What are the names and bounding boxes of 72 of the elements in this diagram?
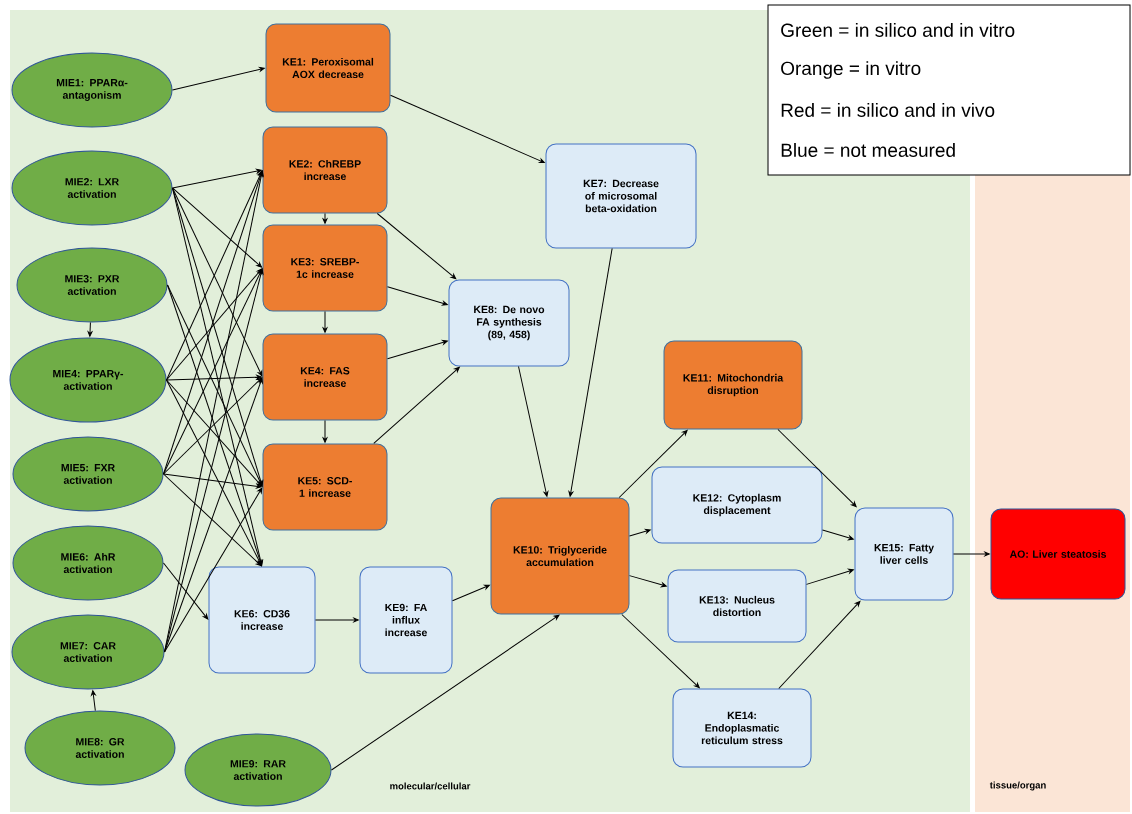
arrow (166, 170, 263, 381)
region-label: tissue/organ (989, 781, 1046, 791)
arrow (166, 379, 262, 566)
ellipse-node: MIE8: GR activation (24, 710, 176, 786)
arrow (322, 420, 328, 443)
process-box: KE4: FAS increase (262, 333, 388, 421)
process-box: KE9: FA influx increase (359, 566, 453, 674)
process-box: KE12: Cytoplasm displacement (651, 466, 823, 544)
arrow (172, 187, 263, 268)
arrow (806, 568, 854, 585)
arrow (164, 487, 263, 653)
arrow (618, 429, 688, 498)
arrow (322, 311, 328, 333)
arrow (163, 562, 209, 620)
process-box: KE14: Endoplasmatic reticulum stress (672, 688, 812, 768)
arrow (452, 584, 490, 602)
ellipse-node: MIE3: PXR activation (16, 247, 168, 323)
arrow (172, 66, 265, 91)
process-box: KE1: Peroxisomal AOX decrease (265, 23, 391, 113)
arrow (172, 187, 263, 566)
arrow (621, 614, 700, 689)
arrow (331, 614, 560, 771)
arrow (91, 690, 96, 712)
arrow (518, 366, 549, 497)
legend-text: Green = in silico and in vitro (781, 23, 1015, 37)
process-box: KE8: De novo FA synthesis (89, 458) (448, 279, 570, 367)
process-box: KE13: Nucleus distortion (667, 569, 807, 643)
arrow (163, 268, 263, 475)
arrow (822, 529, 854, 541)
process-box: KE10: Triglyceride accumulation (490, 497, 630, 615)
arrow (629, 575, 667, 588)
ellipse-node: MIE6: AhR activation (12, 525, 164, 601)
arrow (172, 168, 262, 189)
outcome-box: AO: Liver steatosis (990, 508, 1126, 600)
ellipse-node: MIE1: PPARα-antagonism (11, 52, 173, 128)
process-box: KE15: Fatty liver cells (854, 507, 954, 601)
ellipse-node: MIE2: LXR activation (11, 150, 173, 226)
legend-text: Red = in silico and in vivo (781, 103, 995, 117)
process-box: KE11: Mitochondria disruption (663, 340, 803, 430)
ellipse-node: MIE5: FXR activation (12, 436, 164, 512)
arrow (777, 429, 857, 508)
process-box: KE5: SCD-1 increase (262, 443, 388, 531)
arrow (953, 551, 990, 557)
process-box: KE3: SREBP-1c increase (262, 224, 388, 312)
arrow (87, 322, 93, 337)
arrow (376, 213, 457, 280)
arrow (166, 379, 263, 487)
arrow (387, 286, 448, 306)
ellipse-node: MIE4: PPARγ-activation (9, 337, 167, 423)
arrow (373, 366, 460, 444)
arrow (390, 94, 545, 164)
process-box: KE7: Decrease of microsomal beta-oxidation (545, 143, 697, 249)
arrow (163, 473, 262, 489)
process-box: KE2: ChREBP increase (262, 126, 388, 214)
arrow (163, 473, 262, 567)
region-label: molecular/cellular (390, 782, 471, 790)
arrow (629, 528, 651, 537)
arrow (163, 377, 263, 475)
process-box: KE6: CD36 increase (208, 566, 316, 674)
arrow (315, 617, 359, 623)
arrow (164, 268, 264, 653)
arrow (387, 340, 448, 360)
arrow (164, 377, 263, 653)
arrow (166, 374, 262, 381)
arrow (568, 248, 613, 497)
legend-text: Orange = in vitro (781, 61, 921, 79)
arrow (166, 268, 263, 381)
ellipse-node: MIE7: CAR activation (11, 614, 165, 690)
legend-text: Blue = not measured (781, 143, 955, 157)
arrow (322, 213, 328, 224)
ellipse-node: MIE9: RAR activation (184, 733, 332, 807)
arrow (778, 600, 861, 689)
